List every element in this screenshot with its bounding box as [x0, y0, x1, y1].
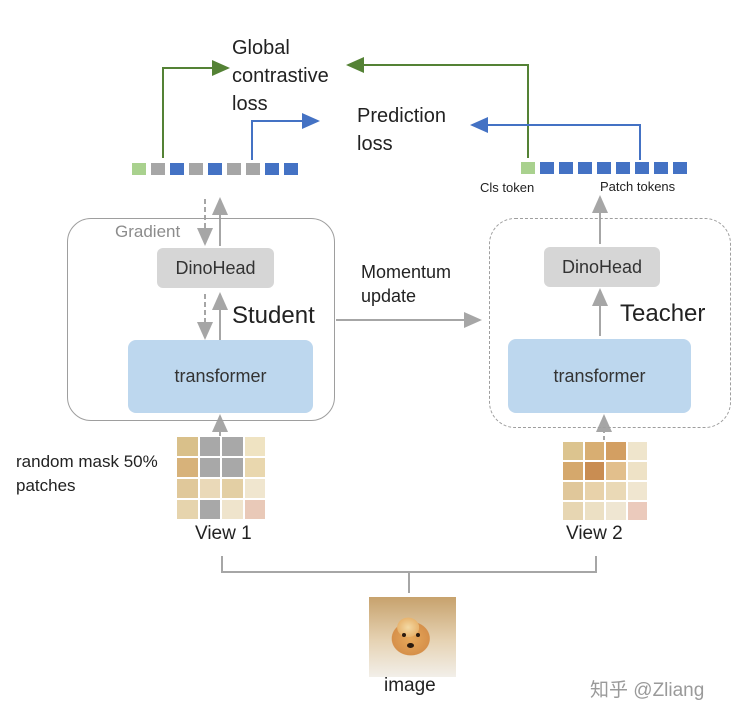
view1-patch — [198, 478, 221, 499]
view1-patch — [176, 436, 199, 457]
view1-patch — [243, 499, 266, 520]
student-token-patch — [265, 163, 279, 175]
image-label: image — [384, 675, 436, 696]
view2-patch — [626, 481, 648, 501]
view1-patch — [243, 436, 266, 457]
student-transformer-label: transformer — [174, 366, 267, 386]
student-role-label: Student — [232, 302, 315, 329]
teacher-token-patch — [578, 162, 592, 174]
teacher-cls-token — [521, 162, 535, 174]
student-token-masked — [151, 163, 165, 175]
view1-patch-grid — [176, 436, 266, 520]
student-transformer-block: transformer — [128, 340, 313, 413]
view2-patch — [583, 501, 605, 521]
gradient-label: Gradient — [115, 222, 181, 241]
view2-patch — [605, 481, 627, 501]
teacher-network-box — [489, 218, 731, 428]
view2-label: View 2 — [566, 523, 623, 544]
view1-patch — [243, 457, 266, 478]
view1-patch-masked — [221, 436, 244, 457]
student-token-masked — [189, 163, 203, 175]
teacher-token-patch — [654, 162, 668, 174]
view1-patch-masked — [221, 457, 244, 478]
random-mask-line-2: patches — [16, 476, 76, 495]
dog-eye-left — [402, 633, 406, 637]
teacher-token-patch — [616, 162, 630, 174]
teacher-cls-to-global-loss-arrow — [346, 57, 529, 158]
student-token-patch — [208, 163, 222, 175]
view1-patch — [176, 478, 199, 499]
momentum-line-1: Momentum — [361, 262, 452, 282]
view2-patch — [562, 461, 584, 481]
view1-patch — [176, 457, 199, 478]
view2-patch — [626, 441, 648, 461]
momentum-line-2: update — [361, 286, 417, 306]
prediction-loss-line-1: Prediction — [357, 105, 446, 127]
global-loss-line-1: Global — [232, 37, 290, 59]
view2-patch — [605, 501, 627, 521]
random-mask-line-1: random mask 50% — [16, 452, 158, 471]
teacher-token-patch — [635, 162, 649, 174]
view1-label: View 1 — [195, 523, 252, 544]
global-contrastive-loss-label: Global contrastive loss — [232, 34, 329, 118]
student-patch-to-prediction-loss-arrow — [251, 113, 320, 160]
view2-patch-grid — [562, 441, 648, 521]
watermark: 知乎 @Zliang — [590, 680, 705, 701]
random-mask-note: random mask 50% patches — [16, 450, 158, 498]
view1-patch — [221, 478, 244, 499]
view2-patch — [583, 441, 605, 461]
teacher-dinohead-block: DinoHead — [544, 247, 660, 287]
dog-nose — [407, 643, 414, 648]
view1-patch — [176, 499, 199, 520]
view2-patch — [562, 441, 584, 461]
view2-patch — [605, 441, 627, 461]
student-token-masked — [246, 163, 260, 175]
student-dinohead-block: DinoHead — [157, 248, 274, 288]
teacher-dinohead-label: DinoHead — [561, 256, 643, 277]
student-token-patch — [170, 163, 184, 175]
cls-token-label: Cls token — [480, 180, 535, 195]
teacher-transformer-label: transformer — [553, 365, 646, 386]
view1-patch — [221, 499, 244, 520]
source-image-thumbnail — [369, 597, 456, 677]
teacher-role-label: Teacher — [620, 300, 706, 327]
student-cls-to-global-loss-arrow — [162, 60, 230, 158]
global-loss-line-2: contrastive — [232, 65, 329, 87]
view2-patch — [562, 501, 584, 521]
view1-patch-masked — [198, 436, 221, 457]
teacher-patch-to-prediction-loss-arrow — [470, 117, 641, 160]
global-loss-line-3: loss — [232, 93, 268, 115]
view1-patch — [243, 478, 266, 499]
view2-patch — [583, 481, 605, 501]
view2-patch — [583, 461, 605, 481]
prediction-loss-label: Prediction loss — [357, 102, 446, 158]
patch-tokens-label: Patch tokens — [600, 179, 676, 194]
view2-patch — [562, 481, 584, 501]
view1-patch-masked — [198, 499, 221, 520]
teacher-token-patch — [673, 162, 687, 174]
teacher-token-patch — [559, 162, 573, 174]
teacher-transformer-block: transformer — [508, 339, 691, 413]
student-dinohead-label: DinoHead — [175, 257, 256, 278]
view1-patch-masked — [198, 457, 221, 478]
momentum-update-label: Momentum update — [361, 260, 451, 308]
view2-patch — [626, 461, 648, 481]
prediction-loss-line-2: loss — [357, 133, 393, 155]
image-split-bracket — [221, 556, 597, 573]
student-token-patch — [284, 163, 298, 175]
view2-patch — [605, 461, 627, 481]
student-token-masked — [227, 163, 241, 175]
view2-patch — [626, 501, 648, 521]
student-network-box — [67, 218, 335, 421]
student-cls-token — [132, 163, 146, 175]
dog-eye-right — [416, 633, 420, 637]
teacher-token-patch — [540, 162, 554, 174]
teacher-token-patch — [597, 162, 611, 174]
